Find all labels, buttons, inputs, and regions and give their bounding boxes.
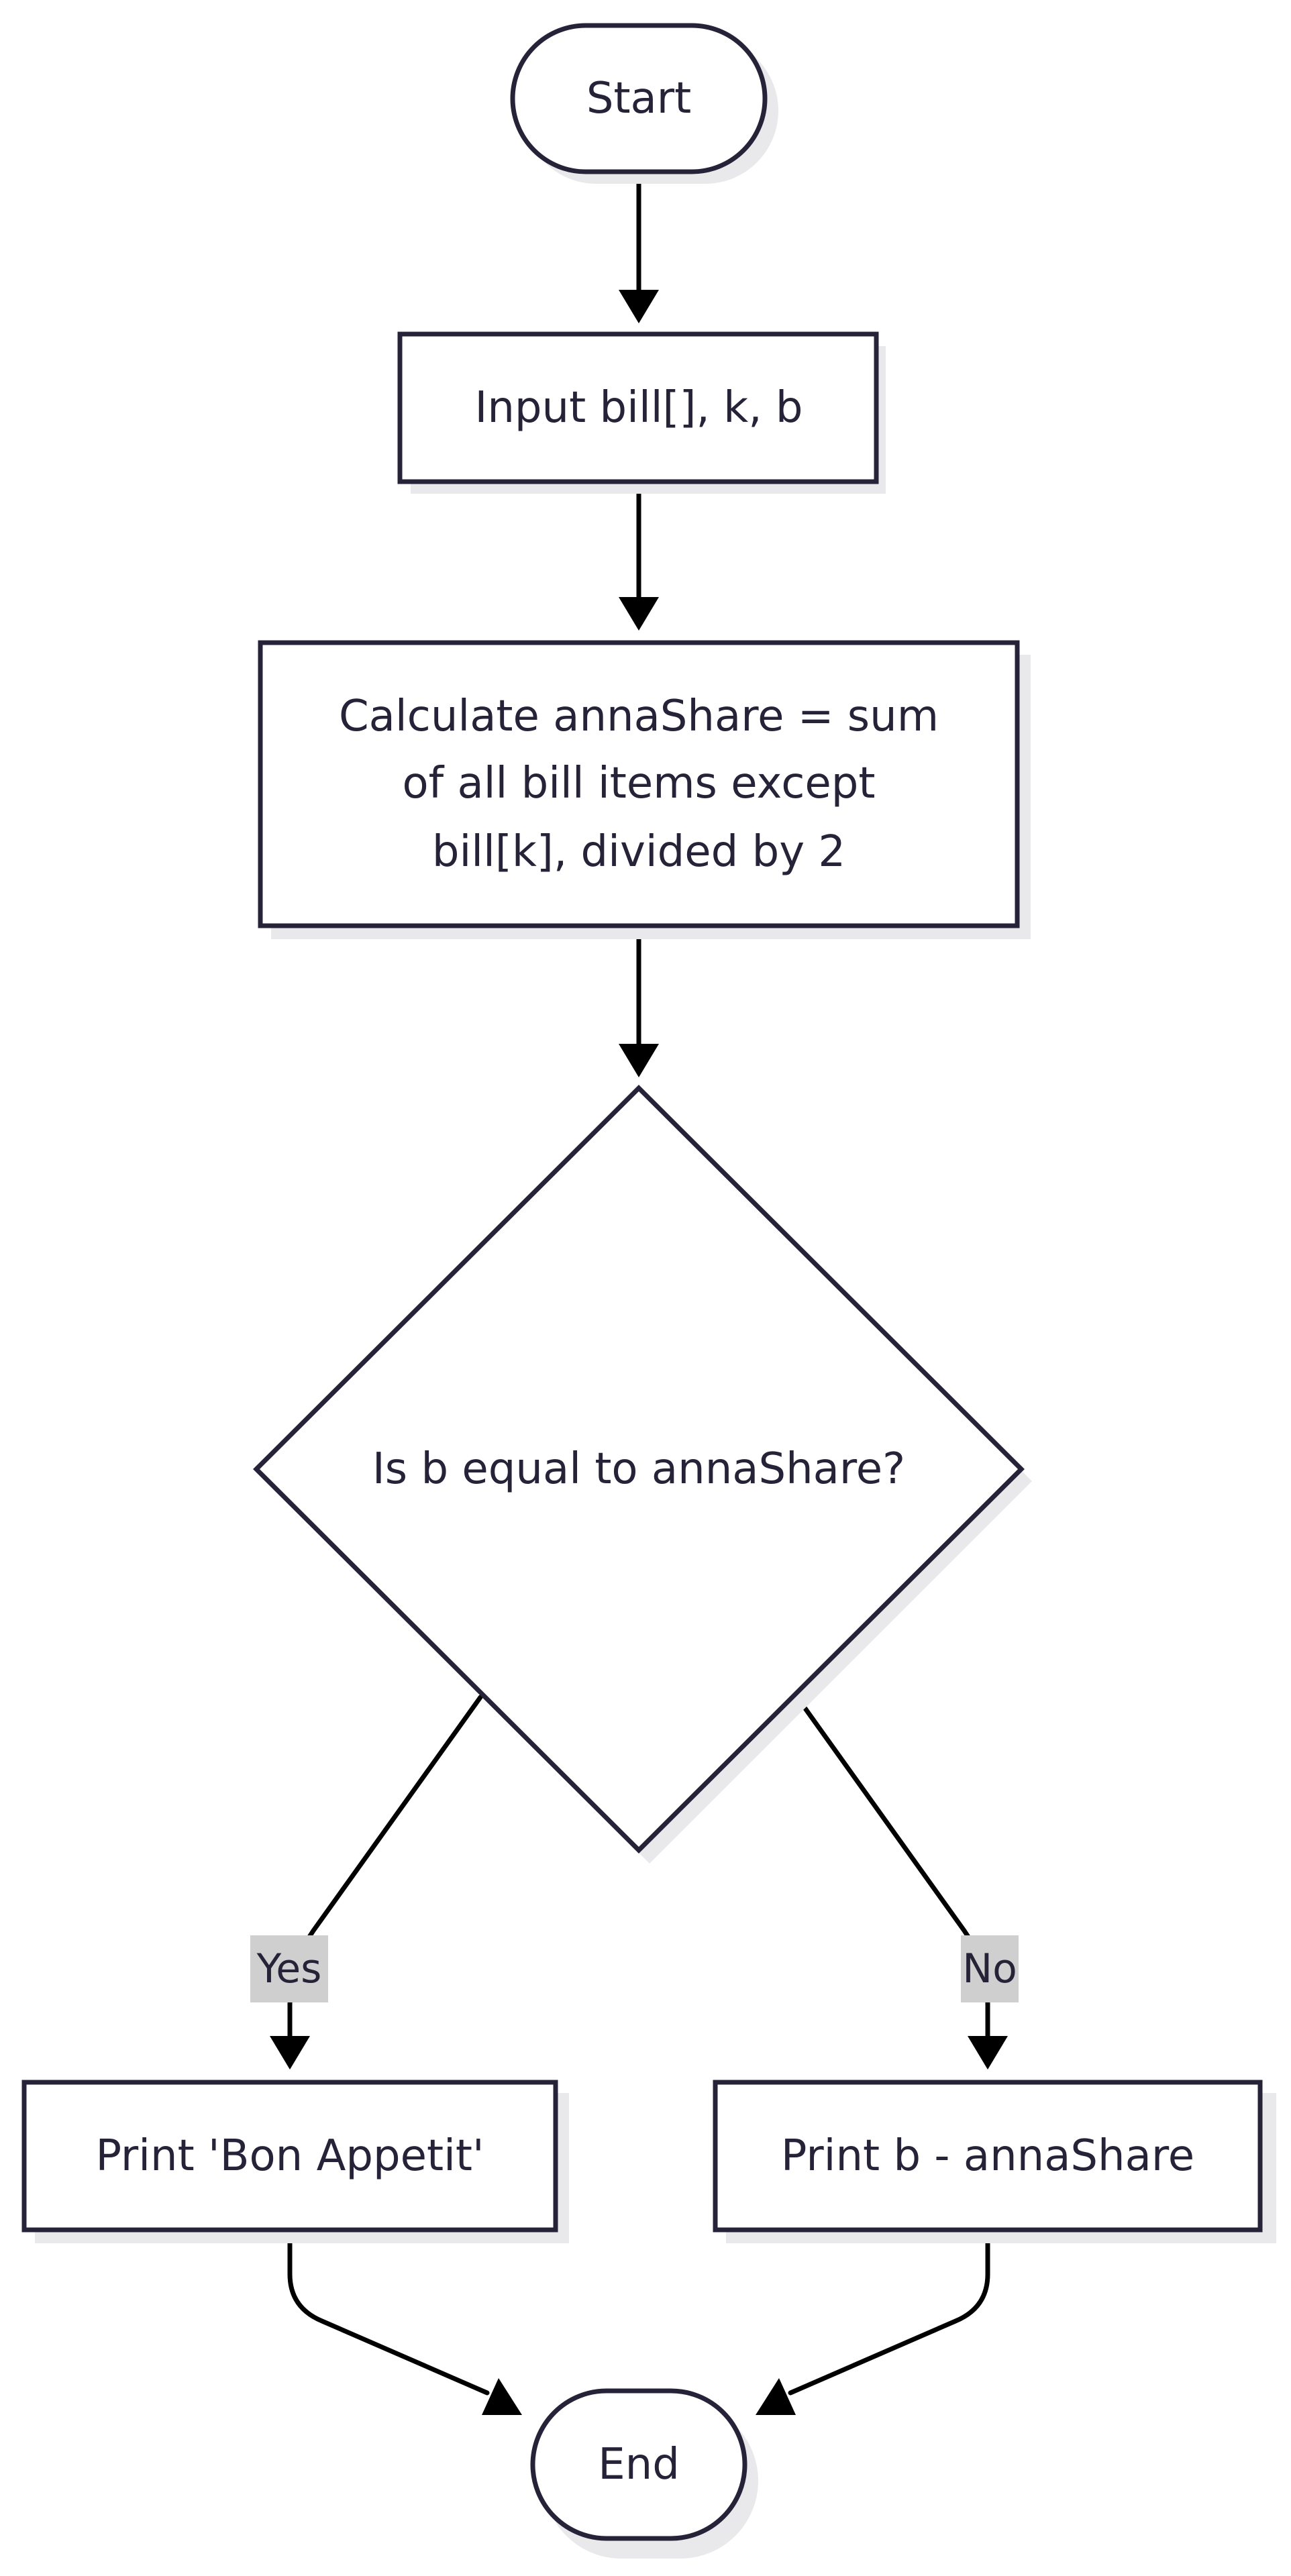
print-no-node-shape	[713, 2080, 1263, 2233]
yes-label-background	[250, 1935, 328, 2002]
print-no-node-label: Print b - annaShare	[781, 2131, 1194, 2181]
arrowhead-yes	[270, 2036, 310, 2070]
input-node: Input bill[], k, b	[397, 331, 886, 494]
calculate-node: Calculate annaShare = sum of all bill it…	[258, 640, 1031, 939]
edge-yes-to-end	[287, 2228, 490, 2396]
nodes: Start Input bill[], k, b Calculate annaS…	[21, 23, 1276, 2559]
calculate-node-shape	[258, 640, 1020, 928]
end-node: End	[530, 2388, 758, 2559]
arrowhead-end-right	[756, 2378, 796, 2415]
arrowhead-end-left	[482, 2378, 522, 2415]
calculate-node-line-1: Calculate annaShare = sum	[339, 692, 939, 741]
start-node-label: Start	[586, 74, 691, 123]
arrowhead-calculate	[619, 597, 659, 631]
print-yes-node-shape	[21, 2080, 558, 2233]
no-label-background	[961, 1935, 1019, 2002]
no-label: No	[962, 1945, 1017, 1992]
print-yes-node-label: Print 'Bon Appetit'	[95, 2131, 484, 2181]
print-no-node: Print b - annaShare	[713, 2080, 1276, 2243]
start-node: Start	[510, 23, 778, 184]
decision-node-label: Is b equal to annaShare?	[372, 1444, 905, 1494]
decision-node: Is b equal to annaShare?	[253, 1085, 1032, 1864]
calculate-node-line-3: bill[k], divided by 2	[432, 827, 845, 877]
end-node-label: End	[598, 2440, 680, 2489]
calculate-node-line-2: of all bill items except	[402, 759, 875, 808]
arrowhead-no	[968, 2036, 1008, 2070]
end-node-shape	[530, 2388, 747, 2541]
edge-labels: Yes No	[250, 1935, 1019, 2002]
print-yes-node: Print 'Bon Appetit'	[21, 2080, 569, 2243]
input-node-label: Input bill[], k, b	[474, 383, 803, 433]
start-node-shape	[510, 23, 768, 174]
decision-node-shape	[253, 1085, 1025, 1854]
arrowhead-input	[619, 290, 659, 323]
yes-label: Yes	[256, 1945, 322, 1992]
edge-no-to-end	[788, 2228, 990, 2396]
edge-decision-to-no	[794, 1695, 990, 2045]
arrowhead-decision	[619, 1044, 659, 1077]
input-node-shape	[397, 331, 879, 484]
